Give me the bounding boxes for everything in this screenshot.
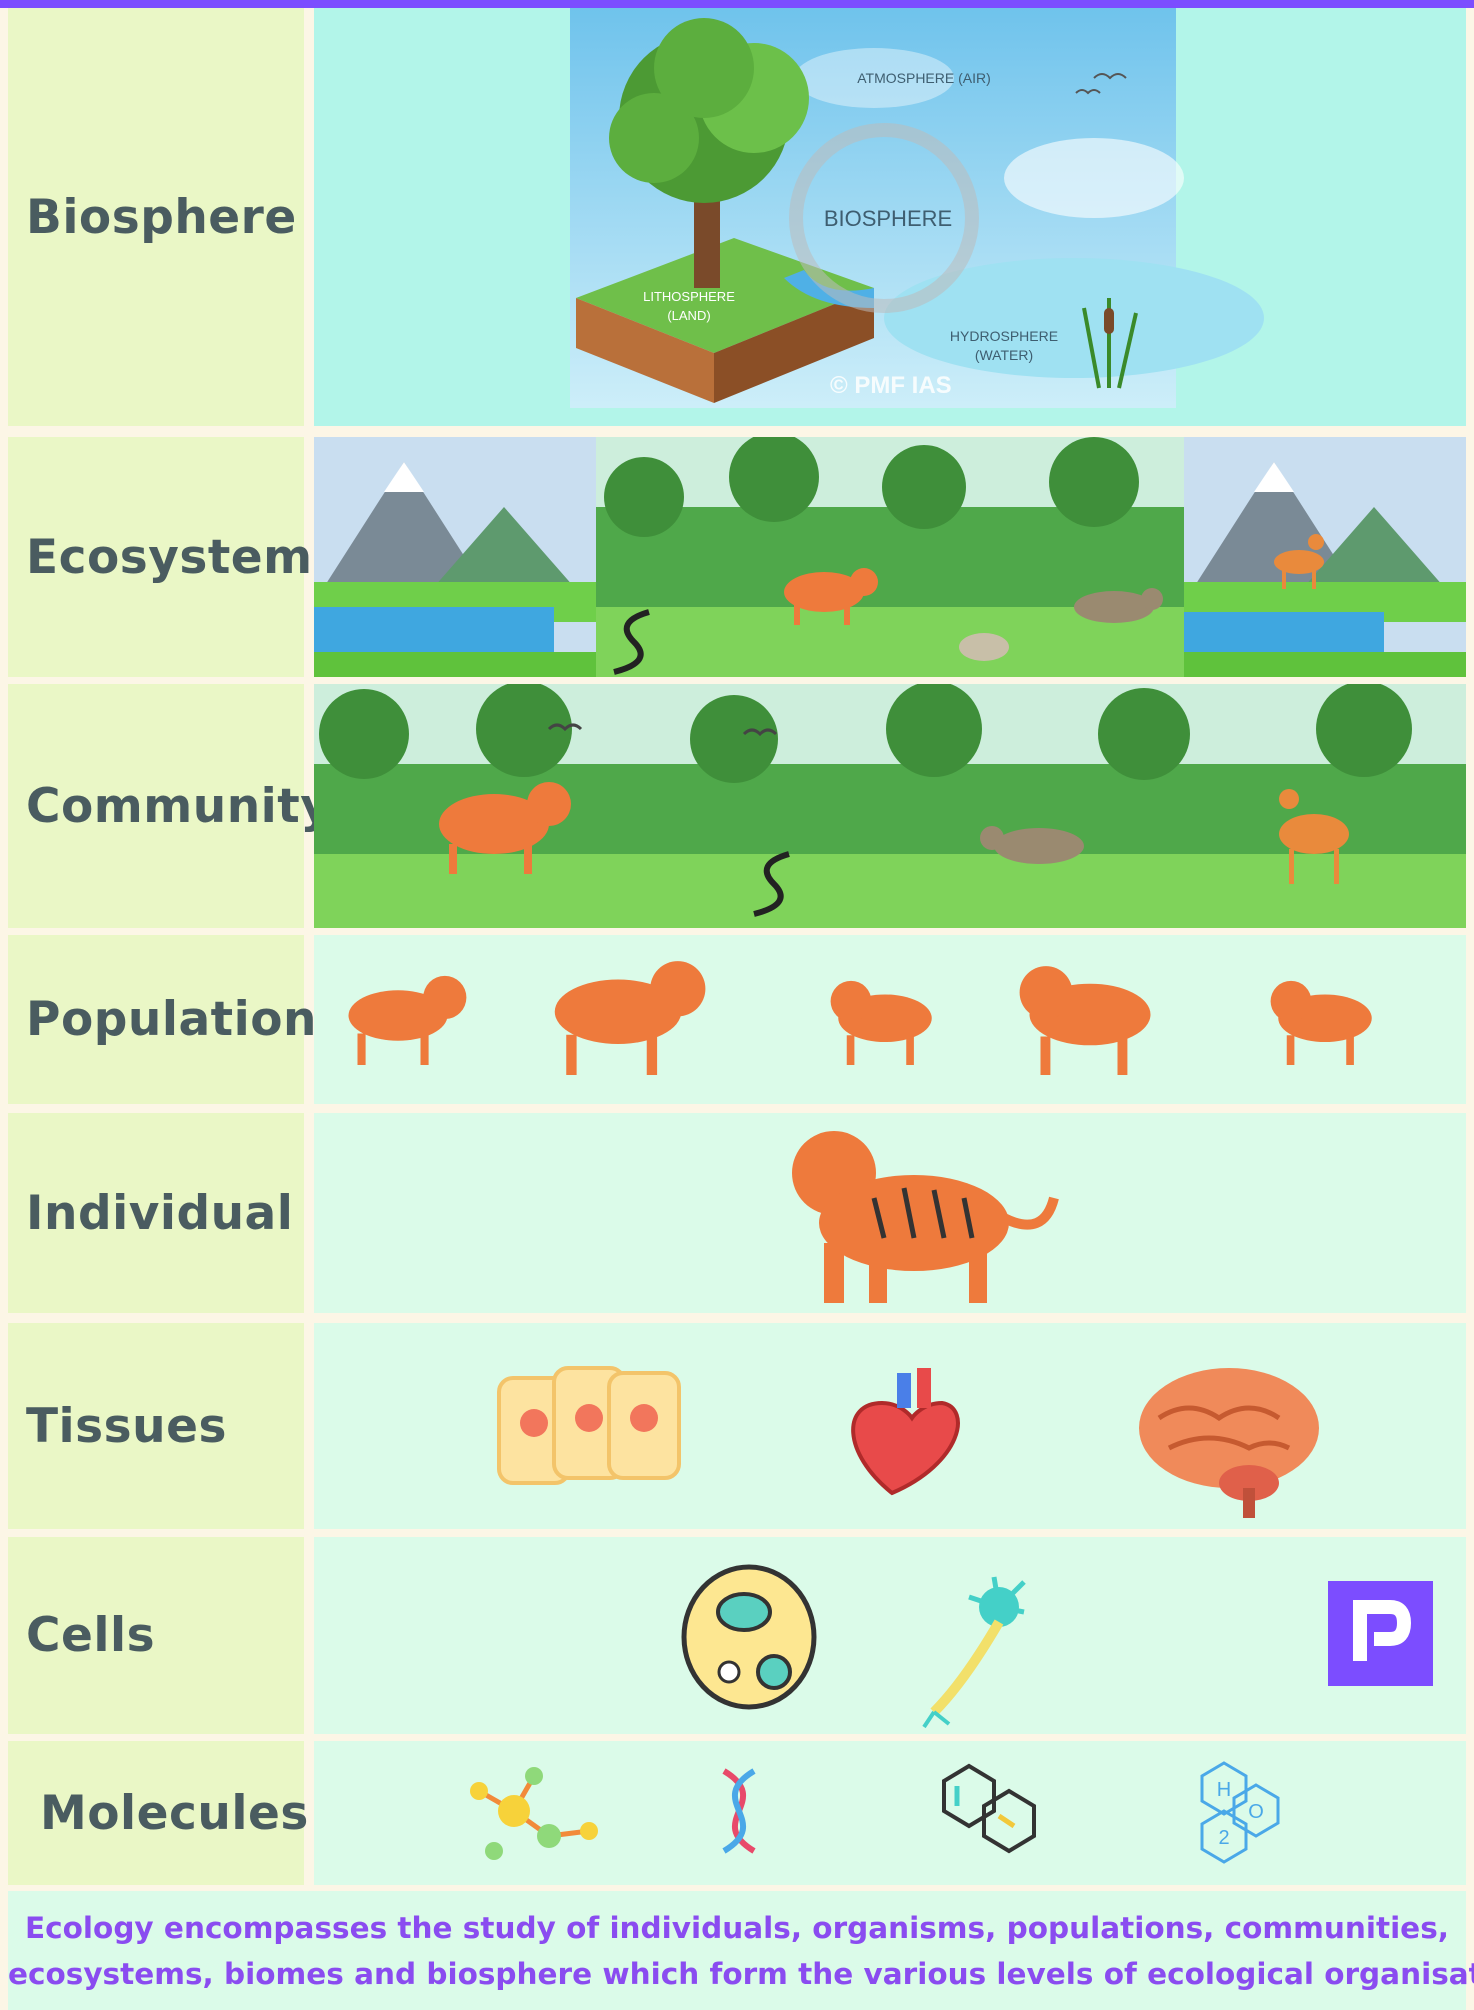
hydrosphere-sublabel: (WATER)	[975, 347, 1033, 363]
level-label: Tissues	[26, 1398, 227, 1454]
community-panel	[314, 684, 1466, 928]
level-label-cell: Biosphere	[8, 8, 304, 426]
molecules-illustration: H O 2	[470, 1761, 1280, 1864]
caption-line-2: ecosystems, biomes and biosphere which f…	[8, 1957, 1474, 1991]
tiger-icon	[439, 782, 571, 874]
atmosphere-label: ATMOSPHERE (AIR)	[857, 70, 991, 86]
level-row-population: Population	[8, 935, 1466, 1104]
level-label-cell: Population	[8, 935, 317, 1104]
individual-illustration	[792, 1131, 1059, 1303]
tissues-panel	[314, 1323, 1466, 1529]
level-label-cell: Molecules	[8, 1741, 308, 1885]
watermark: © PMF IAS	[830, 372, 952, 399]
snake-icon	[613, 609, 650, 675]
level-label-cell: Tissues	[8, 1323, 304, 1529]
tissue-cells-icon	[497, 1366, 681, 1485]
neuron-icon	[922, 1576, 1026, 1729]
pmf-logo-icon	[1328, 1581, 1433, 1686]
level-label: Molecules	[40, 1785, 309, 1841]
reed-icon	[1082, 298, 1138, 389]
molecules-panel: H O 2	[314, 1741, 1466, 1885]
tiger-icon	[792, 1131, 1059, 1303]
level-label-cell: Cells	[8, 1537, 304, 1734]
tree-icon	[609, 18, 809, 288]
level-row-biosphere: Biosphere	[8, 8, 1466, 426]
brain-icon	[1139, 1368, 1319, 1518]
biosphere-illustration: ATMOSPHERE (AIR) BIOSPHERE LITHOSPHERE (…	[570, 8, 1264, 408]
community-illustration	[314, 684, 1466, 928]
hyena-icon	[980, 826, 1084, 864]
level-label: Cells	[26, 1608, 156, 1663]
heart-icon	[851, 1368, 960, 1496]
top-accent-bar	[0, 0, 1474, 8]
individual-panel	[314, 1113, 1466, 1313]
biosphere-center-label: BIOSPHERE	[824, 206, 952, 231]
tiger-icon	[554, 961, 706, 1075]
population-panel	[314, 935, 1466, 1104]
level-label-cell: Ecosystem	[8, 437, 312, 677]
cells-illustration	[681, 1564, 1433, 1729]
caption-footer: Ecology encompasses the study of individ…	[8, 1891, 1474, 2010]
hydrogen-label: H	[1217, 1779, 1231, 1801]
tiger-icon	[830, 980, 932, 1065]
subscript-label: 2	[1218, 1827, 1229, 1849]
lithosphere-label: LITHOSPHERE	[643, 289, 735, 304]
lithosphere-sublabel: (LAND)	[667, 308, 710, 323]
deer-icon	[1279, 789, 1349, 884]
level-row-individual: Individual	[8, 1113, 1466, 1313]
tiger-icon	[784, 568, 878, 625]
oxygen-label: O	[1248, 1801, 1264, 1823]
cell-icon	[681, 1564, 817, 1710]
cells-panel	[314, 1537, 1466, 1734]
level-label: Biosphere	[26, 189, 297, 245]
level-row-community: Community	[8, 684, 1466, 928]
level-label-cell: Individual	[8, 1113, 304, 1313]
level-label: Population	[26, 992, 317, 1047]
level-label-cell: Community	[8, 684, 331, 928]
tiger-icon	[1270, 980, 1372, 1065]
tiger-icon	[1019, 966, 1151, 1075]
benzene-icon	[942, 1763, 1036, 1854]
level-label: Ecosystem	[26, 529, 313, 585]
level-label: Community	[26, 778, 332, 834]
tissues-illustration	[497, 1366, 1319, 1518]
molecule-icon	[470, 1767, 598, 1860]
level-row-molecules: Molecules	[8, 1741, 1466, 1885]
ecosystem-illustration	[314, 437, 1466, 677]
snake-icon	[753, 851, 790, 917]
biosphere-panel: ATMOSPHERE (AIR) BIOSPHERE LITHOSPHERE (…	[314, 8, 1466, 426]
deer-icon	[1274, 534, 1324, 589]
level-label: Individual	[26, 1185, 294, 1241]
ecosystem-panel	[314, 437, 1466, 677]
dna-icon	[722, 1768, 756, 1854]
tiger-icon	[348, 975, 467, 1065]
level-row-cells: Cells	[8, 1537, 1466, 1734]
level-row-tissues: Tissues	[8, 1323, 1466, 1529]
level-row-ecosystem: Ecosystem	[8, 437, 1466, 677]
water-molecule-icon: H O 2	[1200, 1761, 1280, 1864]
caption-line-1: Ecology encompasses the study of individ…	[25, 1911, 1449, 1945]
hyena-icon	[1074, 588, 1163, 623]
population-illustration	[348, 961, 1372, 1075]
hydrosphere-label: HYDROSPHERE	[950, 328, 1058, 344]
